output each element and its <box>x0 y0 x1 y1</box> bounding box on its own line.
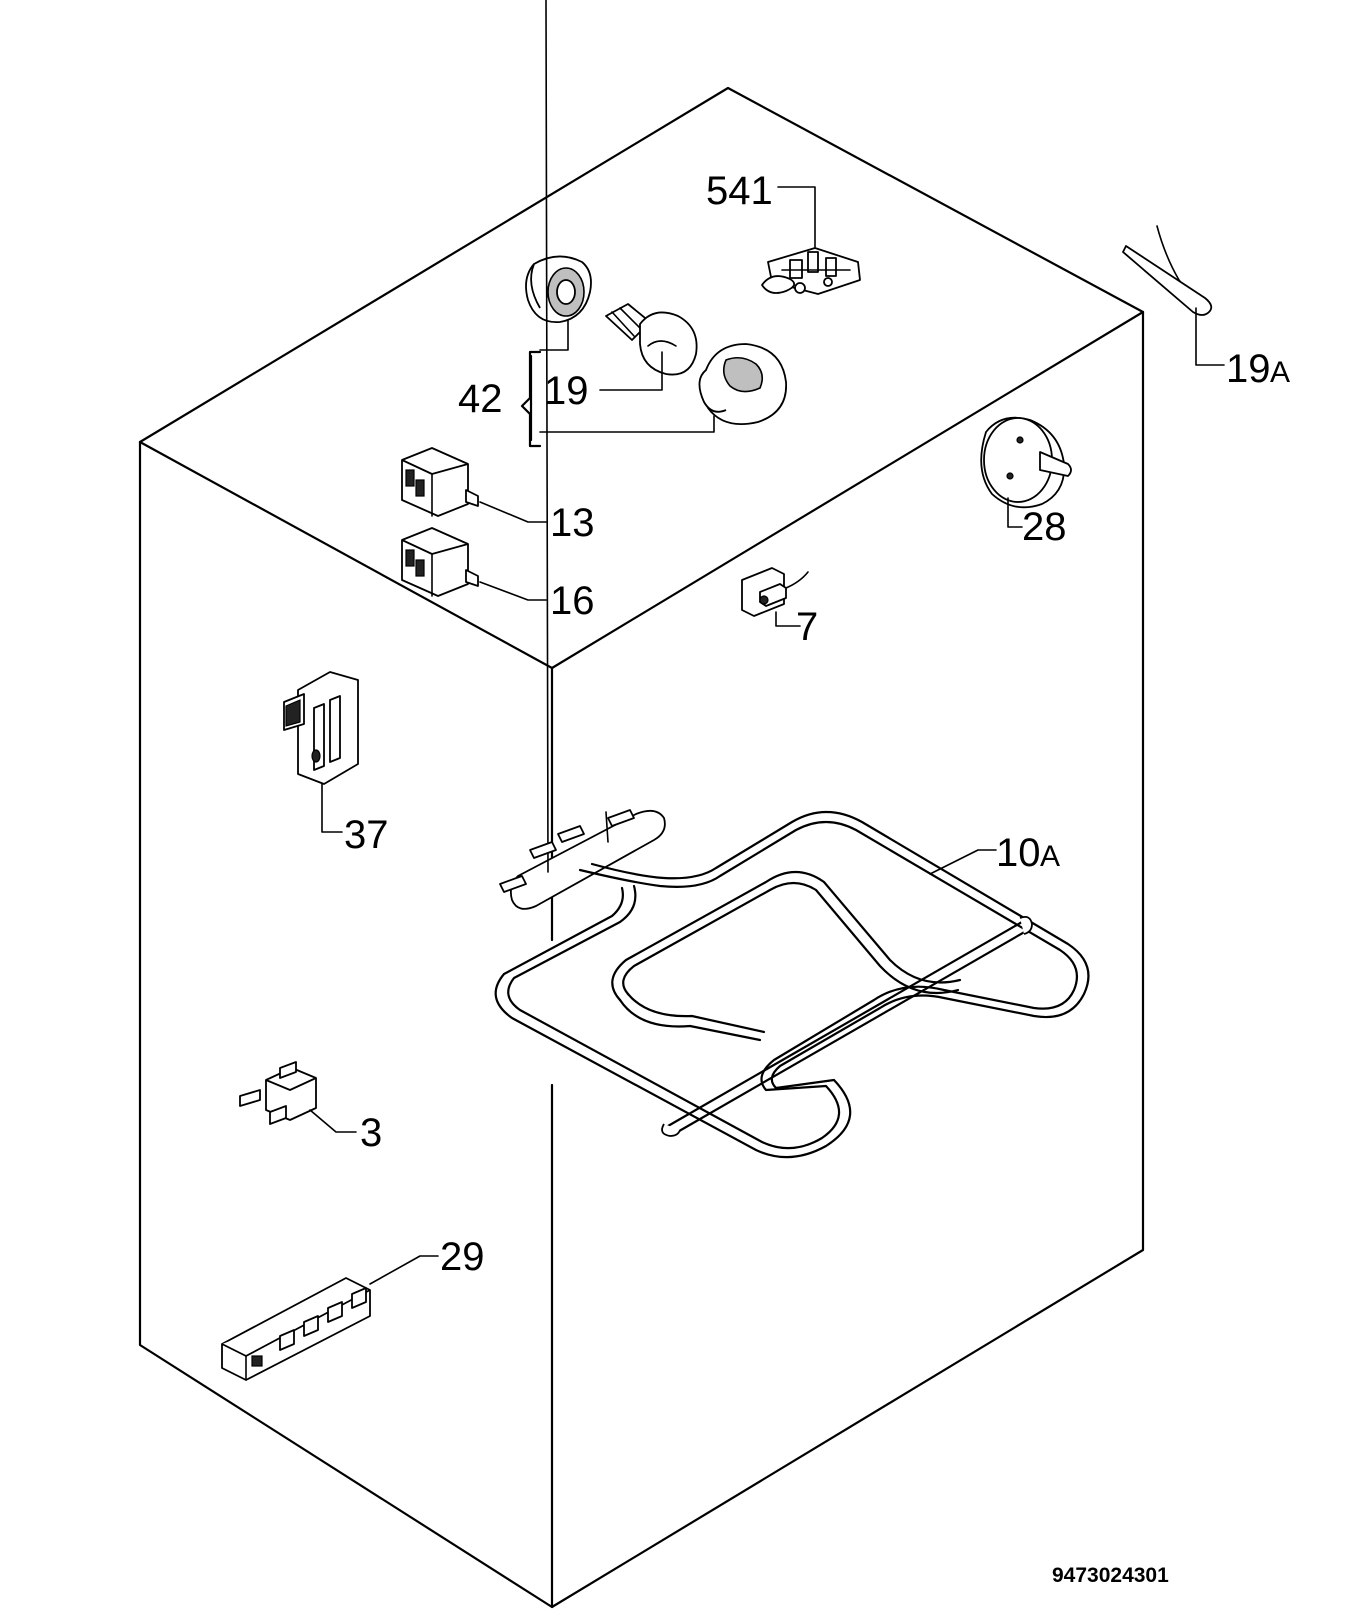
callout-541-label: 541 <box>706 169 773 213</box>
callout-7-label: 7 <box>796 605 818 649</box>
callout-19-label: 19 <box>544 369 589 413</box>
part-16-push-switch <box>401 527 547 601</box>
callout-13-label: 13 <box>550 501 595 545</box>
callout-19a-suffix: A <box>1270 356 1290 389</box>
callout-42-label: 42 <box>458 377 503 421</box>
part-13-push-switch <box>401 447 547 523</box>
part-7-door-switch <box>741 567 809 627</box>
callout-28-label: 28 <box>1022 505 1067 549</box>
drawing-number: 9473024301 <box>1052 1564 1169 1587</box>
part-10a-heating-element <box>494 0 1090 1159</box>
part-28-rotary-switch <box>980 416 1072 528</box>
part-37-bracket-switch <box>283 671 359 833</box>
callout-3-label: 3 <box>360 1111 382 1155</box>
part-19a-sensor <box>1122 225 1225 366</box>
callout-16-label: 16 <box>550 579 595 623</box>
callout-19a-number: 19 <box>1226 347 1271 391</box>
callout-29-label: 29 <box>440 1235 485 1279</box>
callout-10a-suffix: A <box>1040 840 1060 873</box>
part-29-ignition-unit <box>221 1255 439 1381</box>
part-3-connector <box>239 1061 357 1133</box>
callout-10a-number: 10 <box>996 831 1041 875</box>
part-541-terminal-block <box>761 186 861 295</box>
cabinet-outline <box>138 86 1145 1609</box>
part-42-lamp-assembly <box>520 255 787 448</box>
callout-37-label: 37 <box>344 813 389 857</box>
